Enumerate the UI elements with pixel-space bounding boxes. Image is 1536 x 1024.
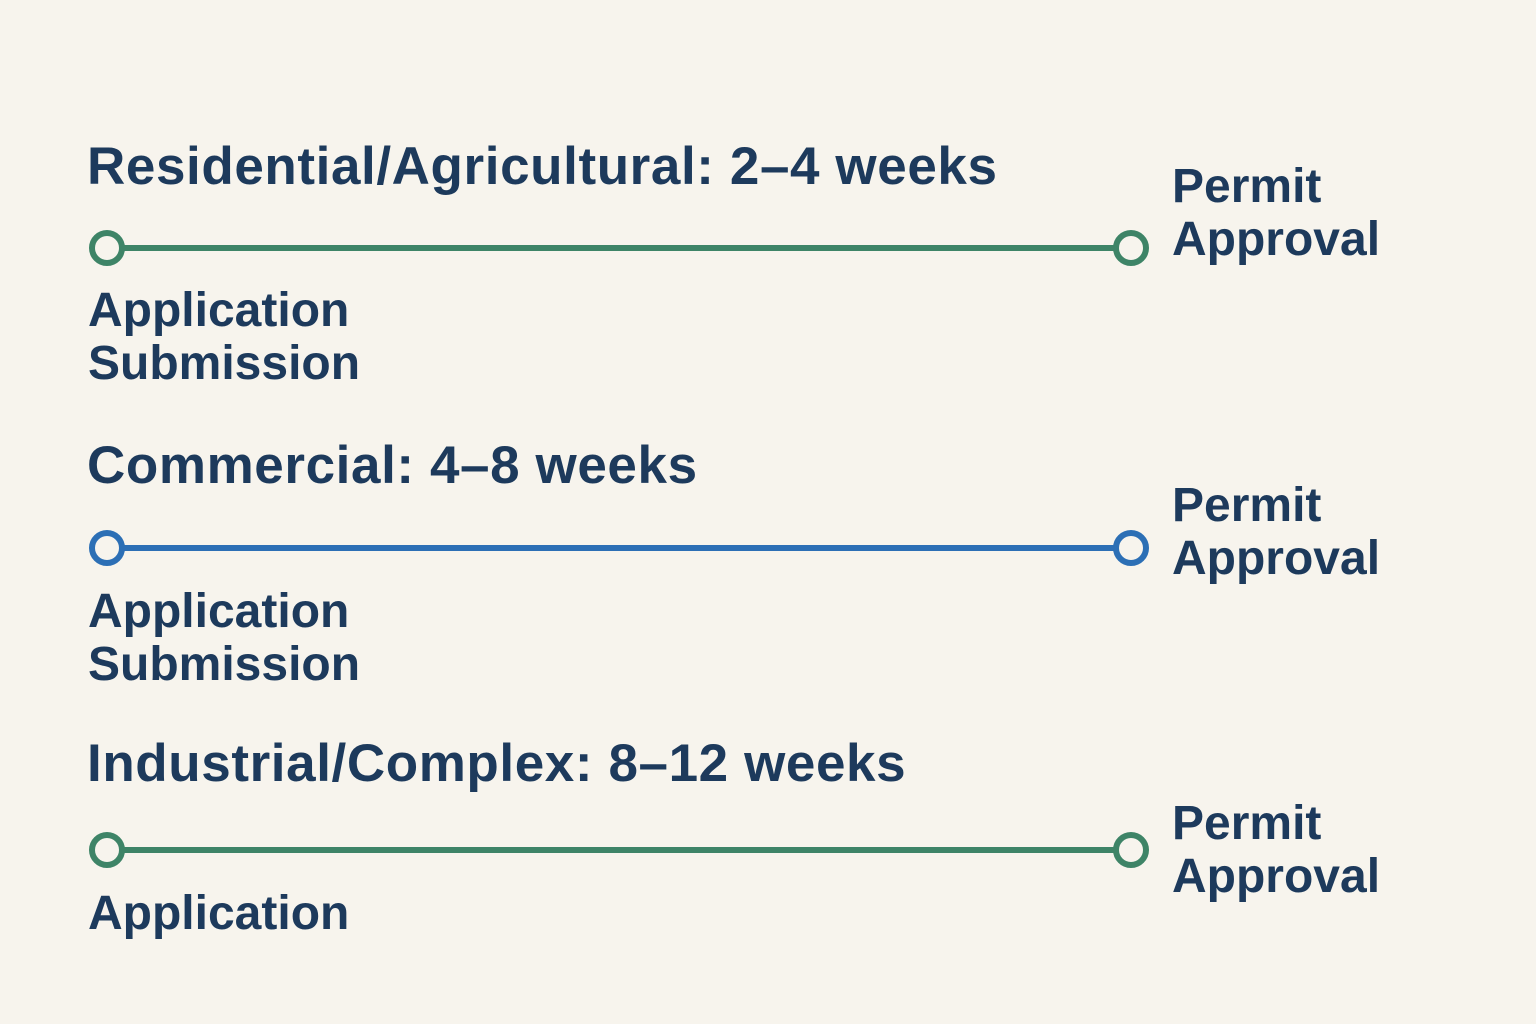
timeline-track [89, 530, 1149, 566]
timeline-track [89, 230, 1149, 266]
start-label: Application [88, 887, 350, 940]
start-node-circle [89, 832, 125, 868]
start-label: Application Submission [88, 585, 361, 691]
section-title: Commercial: 4–8 weeks [87, 436, 698, 495]
end-node-circle [1113, 530, 1149, 566]
timeline-line [123, 847, 1115, 853]
end-label: Permit Approval [1172, 479, 1381, 585]
end-node-circle [1113, 832, 1149, 868]
end-label: Permit Approval [1172, 160, 1381, 266]
section-title: Residential/Agricultural: 2–4 weeks [87, 137, 998, 196]
timeline-line [123, 545, 1115, 551]
end-label: Permit Approval [1172, 797, 1381, 903]
start-node-circle [89, 230, 125, 266]
start-label: Application Submission [88, 284, 361, 390]
timeline-track [89, 832, 1149, 868]
timeline-line [123, 245, 1115, 251]
end-node-circle [1113, 230, 1149, 266]
section-title: Industrial/Complex: 8–12 weeks [87, 734, 907, 793]
start-node-circle [89, 530, 125, 566]
